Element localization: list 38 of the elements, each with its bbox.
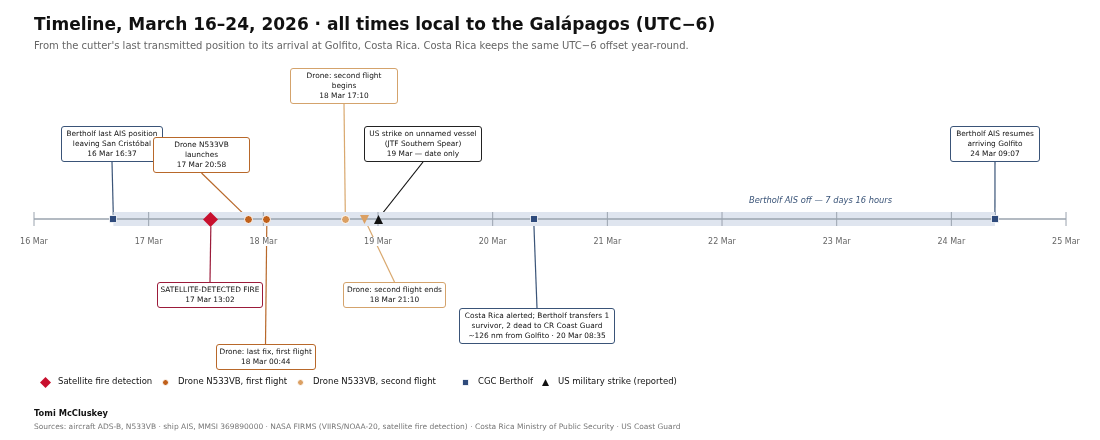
legend-label: Drone N533VB, second flight bbox=[313, 376, 436, 386]
square-marker bbox=[109, 215, 118, 223]
legend-label: Drone N533VB, first flight bbox=[178, 376, 288, 386]
chart-title: Timeline, March 16–24, 2026 · all times local to the Galápagos (UTC−6) bbox=[34, 14, 716, 34]
callout-box bbox=[290, 68, 398, 104]
tick-label: 25 Mar bbox=[1051, 237, 1081, 246]
circle-marker bbox=[244, 214, 254, 224]
tick-label: 21 Mar bbox=[592, 237, 623, 246]
legend-label: Satellite fire detection bbox=[58, 376, 153, 386]
callout-box bbox=[364, 126, 482, 162]
tick-label: 19 Mar bbox=[363, 237, 393, 246]
tick-label: 24 Mar bbox=[936, 237, 967, 246]
callout-box bbox=[61, 126, 163, 162]
square-marker bbox=[990, 215, 999, 223]
leader-line bbox=[994, 161, 996, 216]
tick-label: 18 Mar bbox=[248, 237, 279, 246]
circle-marker bbox=[262, 214, 272, 224]
diamond-marker bbox=[203, 211, 219, 227]
leader-line bbox=[209, 225, 212, 283]
circle-marker bbox=[340, 214, 350, 224]
triangle-marker bbox=[359, 214, 369, 224]
tick-label: 16 Mar bbox=[19, 237, 49, 246]
callout-box bbox=[343, 282, 446, 308]
legend-label: US military strike (reported) bbox=[558, 376, 677, 386]
tick-label: 22 Mar bbox=[707, 237, 737, 246]
byline: Tomi McCluskey bbox=[34, 408, 108, 418]
tick-label: 20 Mar bbox=[477, 237, 508, 246]
subtitle: From the cutter's last transmitted position to its arrival at Golfito, Costa Rica. Costa Rica keeps the same UTC−6 offset year-round. bbox=[34, 40, 689, 51]
callout-box bbox=[950, 126, 1040, 162]
callout-box bbox=[153, 137, 250, 173]
tick-label: 17 Mar bbox=[133, 237, 164, 246]
legend-label: CGC Bertholf bbox=[478, 376, 533, 386]
callout-box bbox=[156, 282, 264, 308]
triangle-marker bbox=[373, 214, 383, 224]
callout-box bbox=[215, 344, 316, 370]
band-annotation: Bertholf AIS off — 7 days 16 hours bbox=[749, 195, 892, 205]
tick-label: 23 Mar bbox=[821, 237, 852, 246]
square-marker bbox=[529, 215, 538, 223]
